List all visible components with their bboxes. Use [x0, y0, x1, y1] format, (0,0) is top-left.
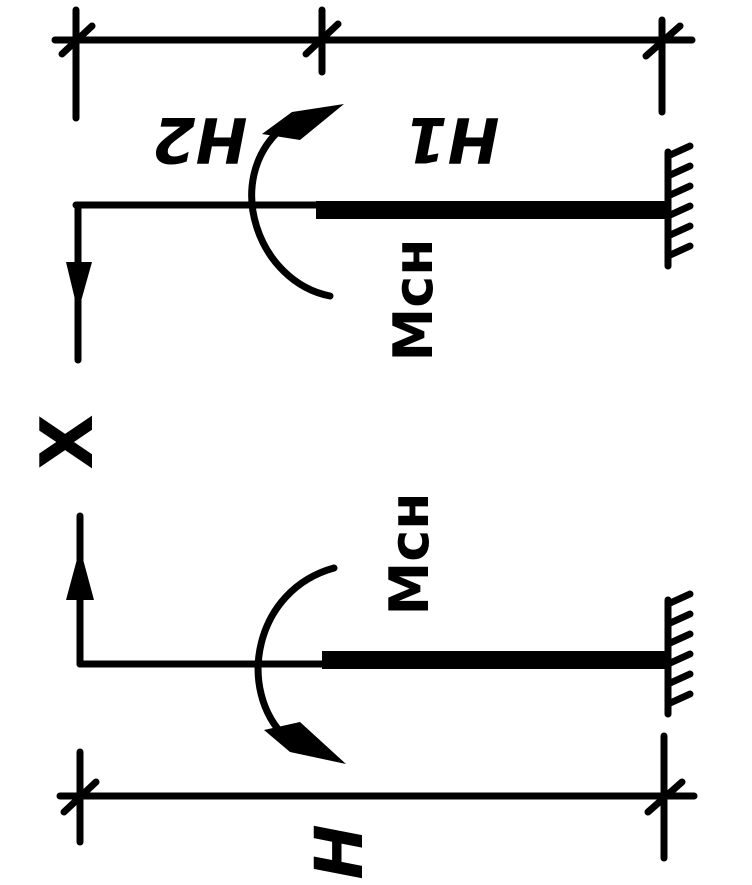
segment-label-h1: H1 [404, 103, 499, 176]
top-dimension-line [51, 6, 696, 122]
moment-arrowhead-icon [264, 722, 346, 764]
moment-arrowhead-icon [262, 104, 344, 140]
moment-label-bottom: Mсн [378, 492, 441, 615]
bottom-dimension-line [56, 732, 698, 862]
arrow-down-icon [66, 262, 92, 312]
dimension-label-h: H [301, 824, 378, 879]
dimension-slash [302, 20, 342, 58]
fixed-support-icon [664, 590, 694, 718]
fixed-support-icon [664, 142, 694, 270]
arrow-up-icon [66, 548, 94, 600]
top-figure: H2 H1 Mсн [51, 6, 696, 364]
moment-arc [248, 124, 334, 300]
dimension-slash [644, 778, 686, 816]
bottom-figure: Mсн H [56, 492, 698, 880]
dimension-slash [642, 22, 684, 60]
dimension-slash [60, 778, 100, 816]
segment-label-h2: H2 [152, 103, 247, 176]
dimension-slash [58, 22, 96, 58]
moment-label-top: Mсн [382, 238, 445, 361]
axis-label-x: X [25, 414, 109, 470]
moment-arc [254, 564, 338, 742]
